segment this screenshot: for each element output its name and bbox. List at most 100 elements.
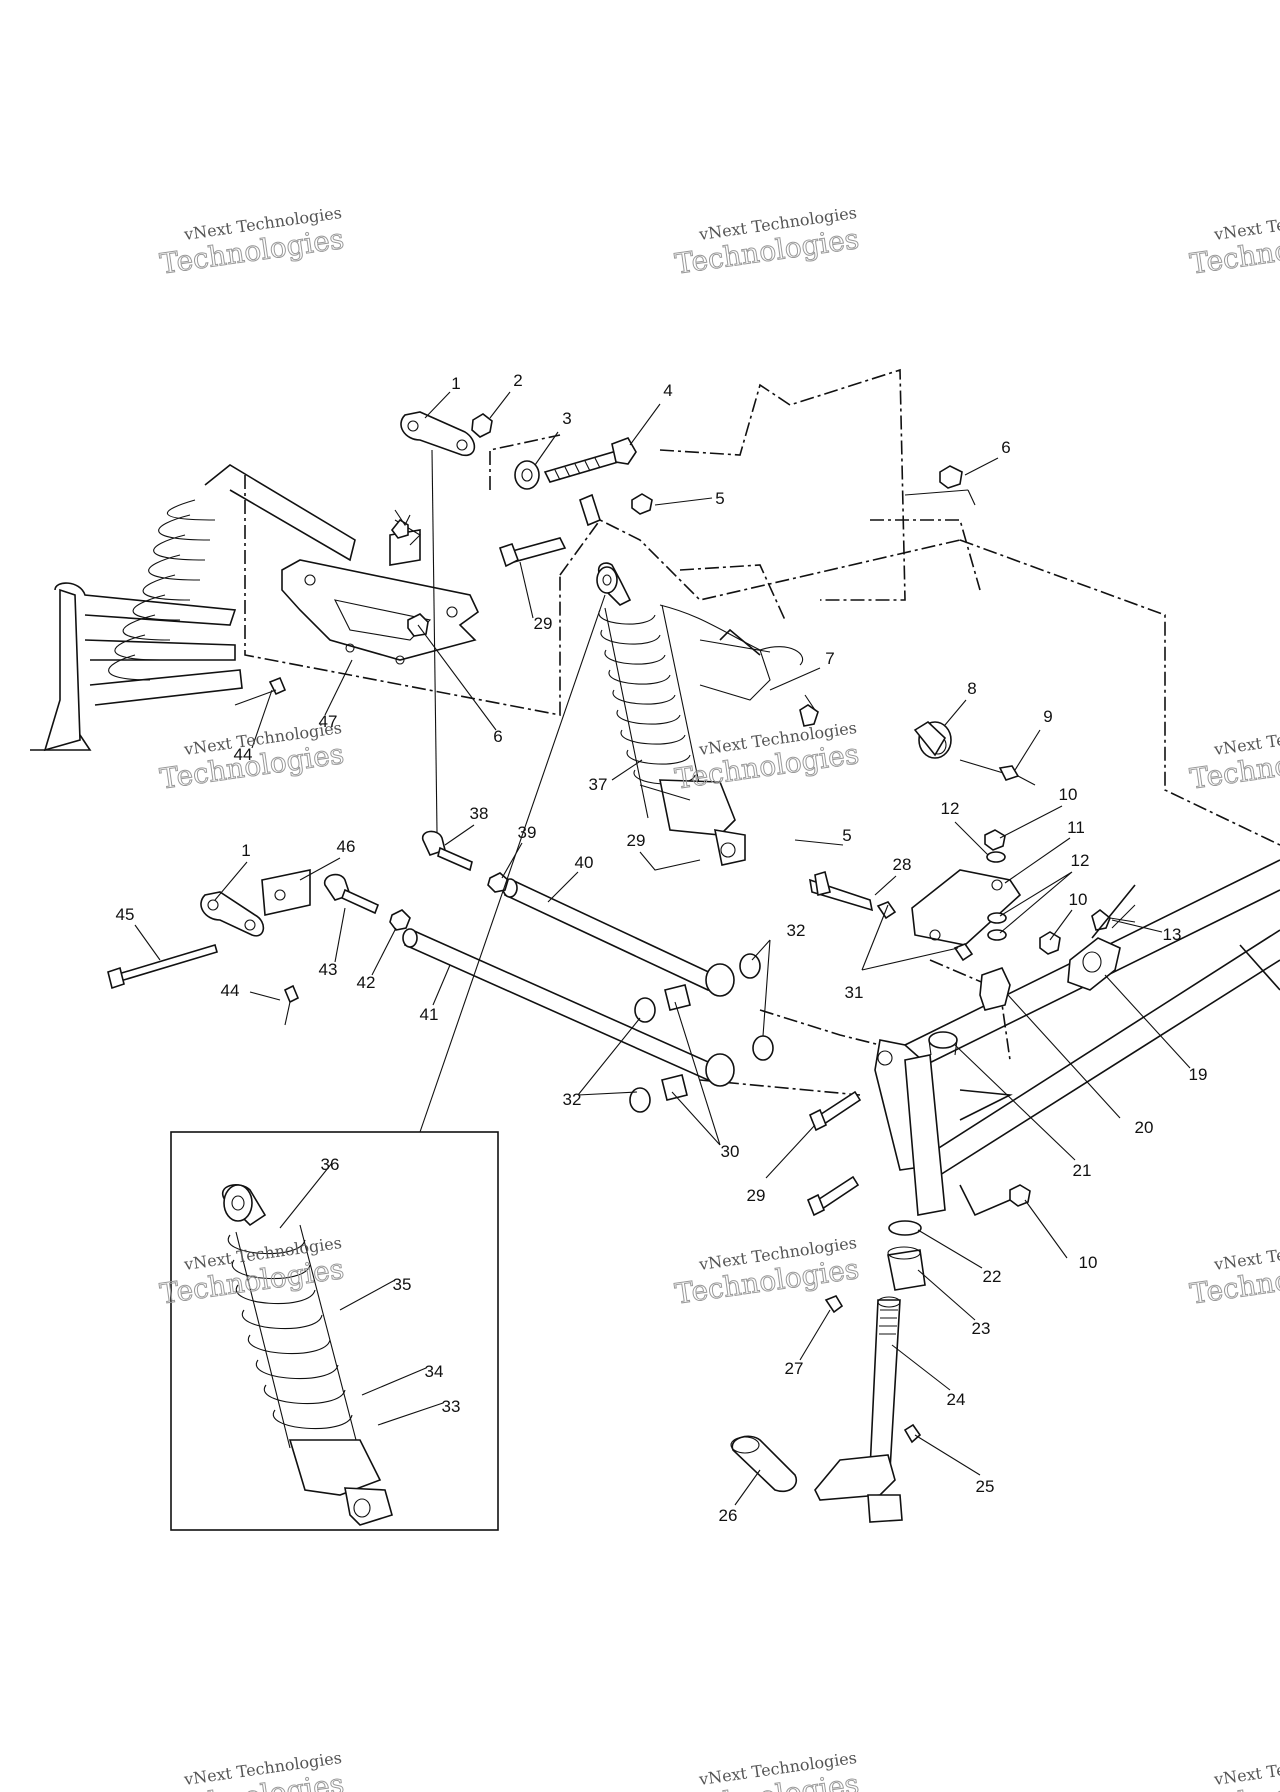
right-hardware-cluster (808, 829, 1136, 1011)
callout-8: 8 (967, 679, 976, 698)
bushing-23 (887, 1249, 926, 1291)
top-hardware (390, 411, 976, 637)
tube-40 (503, 878, 717, 992)
callout-26: 26 (719, 1506, 738, 1525)
callout-44: 44 (221, 981, 240, 1000)
washer-3 (514, 460, 540, 490)
pin-44b (283, 984, 300, 1004)
callout-32: 32 (563, 1090, 582, 1109)
center-nut (390, 518, 409, 539)
callout-20: 20 (1135, 1118, 1154, 1137)
callout-19: 19 (1189, 1065, 1208, 1084)
nut-39 (487, 872, 509, 893)
control-arm-tubes (402, 878, 774, 1113)
nut-2 (471, 413, 493, 438)
bolt-29-top (498, 493, 601, 568)
screw-25 (903, 1423, 922, 1444)
shock-detail-inset (170, 1131, 499, 1531)
left-spring (108, 499, 216, 681)
callout-12: 12 (941, 799, 960, 818)
callout-37: 37 (589, 775, 608, 794)
sleeve-30a (664, 984, 691, 1011)
washer-12a (986, 851, 1006, 863)
callout-12: 12 (1071, 851, 1090, 870)
bushing-32d (629, 1087, 651, 1113)
callout-1: 1 (241, 841, 250, 860)
callout-25: 25 (976, 1477, 995, 1496)
callout-30: 30 (721, 1142, 740, 1161)
callout-11: 11 (1067, 818, 1085, 837)
bolt-4 (543, 449, 627, 483)
bushing-32c (634, 997, 656, 1023)
callout-5: 5 (842, 826, 851, 845)
ski-saddle (814, 1454, 896, 1501)
nut-10a (984, 829, 1006, 851)
link-plate-1b (200, 891, 265, 937)
callout-28: 28 (893, 855, 912, 874)
callout-39: 39 (518, 823, 537, 842)
callout-41: 41 (420, 1005, 439, 1024)
callout-7: 7 (825, 649, 834, 668)
callout-6: 6 (493, 727, 502, 746)
callout-10: 10 (1069, 890, 1088, 909)
callout-35: 35 (393, 1275, 412, 1294)
mount-bracket (281, 519, 480, 665)
callout-34: 34 (425, 1362, 444, 1381)
callout-47: 47 (319, 712, 338, 731)
callout-29: 29 (534, 614, 553, 633)
pin-26 (731, 1435, 797, 1493)
washer-22 (888, 1220, 922, 1236)
callout-32: 32 (787, 921, 806, 940)
callout-27: 27 (785, 1359, 804, 1378)
left-linkage (107, 676, 509, 1026)
rod-43 (340, 888, 380, 915)
callout-43: 43 (319, 960, 338, 979)
callout-10: 10 (1059, 785, 1078, 804)
callout-1: 1 (451, 374, 460, 393)
bracket-46 (261, 869, 311, 916)
callout-6: 6 (1001, 438, 1010, 457)
frame-phantom-outline (244, 368, 1280, 1096)
bolt-45 (114, 944, 218, 983)
bushing-32b (752, 1035, 774, 1061)
sleeve-30b (661, 1074, 688, 1101)
callout-29: 29 (747, 1186, 766, 1205)
nut-6 (939, 465, 963, 489)
callout-4: 4 (663, 381, 672, 400)
link-plate-1 (400, 411, 476, 457)
parts-7-8-9 (799, 694, 1036, 786)
callout-42: 42 (357, 973, 376, 992)
callout-13: 13 (1163, 925, 1182, 944)
center-spring (598, 609, 696, 785)
callout-45: 45 (116, 905, 135, 924)
callout-3: 3 (562, 409, 571, 428)
callout-36: 36 (321, 1155, 340, 1174)
callout-2: 2 (513, 371, 522, 390)
bolt-13 (1091, 908, 1111, 931)
callout-46: 46 (337, 837, 356, 856)
center-shock (596, 562, 803, 866)
spindle-assembly (730, 1031, 1031, 1523)
nut-10b (1039, 931, 1061, 955)
callout-10: 10 (1079, 1253, 1098, 1272)
callout-33: 33 (442, 1397, 461, 1416)
leader-lines (134, 391, 1191, 1506)
screw-27 (824, 1295, 844, 1314)
left-suspension-assembly (30, 464, 356, 752)
callout-44: 44 (234, 745, 253, 764)
kingpin-tube (904, 1054, 946, 1216)
bushing-21 (928, 1031, 958, 1049)
callout-38: 38 (470, 804, 489, 823)
callout-23: 23 (972, 1319, 991, 1338)
